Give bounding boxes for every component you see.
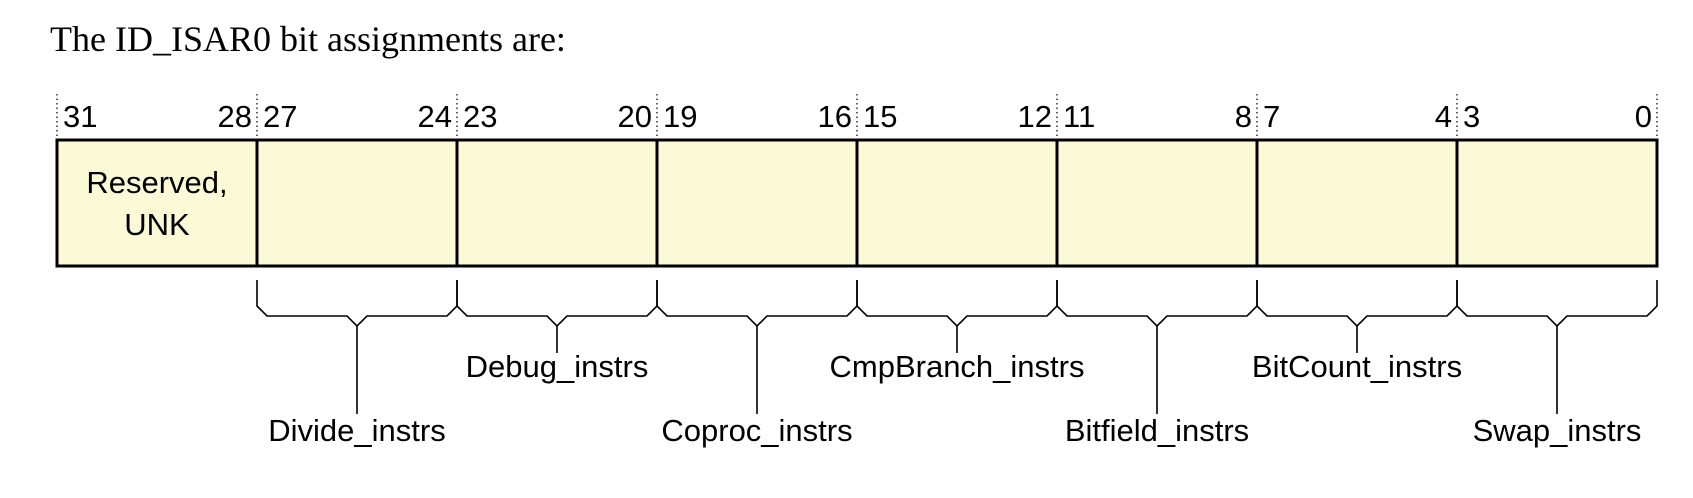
bit-number-low: 4 [1435, 99, 1452, 134]
field-label: CmpBranch_instrs [830, 349, 1085, 384]
bit-number-high: 3 [1463, 99, 1480, 134]
bit-boundary-guides [56, 94, 1658, 140]
bit-number-low: 16 [818, 99, 852, 134]
field-label: Swap_instrs [1473, 413, 1642, 448]
bit-number-high: 19 [663, 99, 697, 134]
bit-number-high: 15 [863, 99, 897, 134]
field-box-text: UNK [124, 207, 190, 242]
bit-number-low: 28 [218, 99, 252, 134]
field-brace [856, 280, 1058, 328]
field-box [855, 138, 1059, 268]
field-brace [456, 280, 658, 328]
bit-number-low: 24 [418, 99, 452, 134]
bit-number-high: 23 [463, 99, 497, 134]
field-brace [1056, 280, 1258, 328]
field-box [1255, 138, 1459, 268]
field-box [1455, 138, 1659, 268]
field-brace [656, 280, 858, 328]
field-label: BitCount_instrs [1252, 349, 1462, 384]
bit-number-low: 20 [618, 99, 652, 134]
field-brace [1456, 280, 1658, 328]
bit-number-high: 27 [263, 99, 297, 134]
field-box [655, 138, 859, 268]
field-box [255, 138, 459, 268]
field-braces [256, 280, 1658, 414]
bit-number-low: 0 [1635, 99, 1652, 134]
field-brace [256, 280, 458, 328]
field-boxes: Reserved, UNK [55, 138, 1659, 268]
bit-number-low: 8 [1235, 99, 1252, 134]
bit-number-low: 12 [1018, 99, 1052, 134]
field-label: Debug_instrs [466, 349, 649, 384]
field-box [55, 138, 259, 268]
bit-number-high: 11 [1063, 99, 1095, 134]
field-label: Coproc_instrs [661, 413, 852, 448]
field-box [1055, 138, 1259, 268]
field-box-text: Reserved, [86, 165, 227, 200]
field-label: Divide_instrs [268, 413, 445, 448]
field-brace [1256, 280, 1458, 328]
intro-text: The ID_ISAR0 bit assignments are: [50, 19, 566, 59]
bit-number-high: 7 [1263, 99, 1280, 134]
bit-number-high: 31 [63, 99, 97, 134]
field-label: Bitfield_instrs [1065, 413, 1249, 448]
field-box [455, 138, 659, 268]
